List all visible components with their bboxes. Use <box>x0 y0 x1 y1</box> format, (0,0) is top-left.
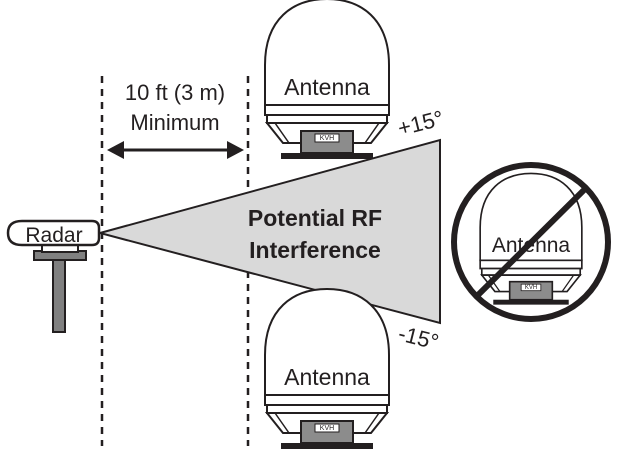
distance-label-line2: Minimum <box>130 110 219 135</box>
antenna-bottom-logo: KVH <box>320 425 334 432</box>
interference-label-line1: Potential RF <box>248 205 382 231</box>
antenna-top-logo: KVH <box>320 135 334 142</box>
interference-beam <box>96 138 441 325</box>
antenna-prohibited-logo: KVH <box>525 285 537 291</box>
antenna-top-label: Antenna <box>284 74 370 100</box>
radar-mast <box>52 257 66 333</box>
upper-angle-label: +15° <box>395 105 446 140</box>
radar-unit <box>6 219 101 333</box>
radar-housing <box>6 219 101 247</box>
radar-label: Radar <box>25 224 82 247</box>
interference-label-line2: Interference <box>249 237 381 263</box>
prohibited-icon <box>451 162 611 322</box>
antenna-bottom-label: Antenna <box>284 364 370 390</box>
distance-label-line1: 10 ft (3 m) <box>125 80 225 105</box>
lower-angle-label: -15° <box>396 321 441 355</box>
distance-arrow <box>107 141 244 159</box>
